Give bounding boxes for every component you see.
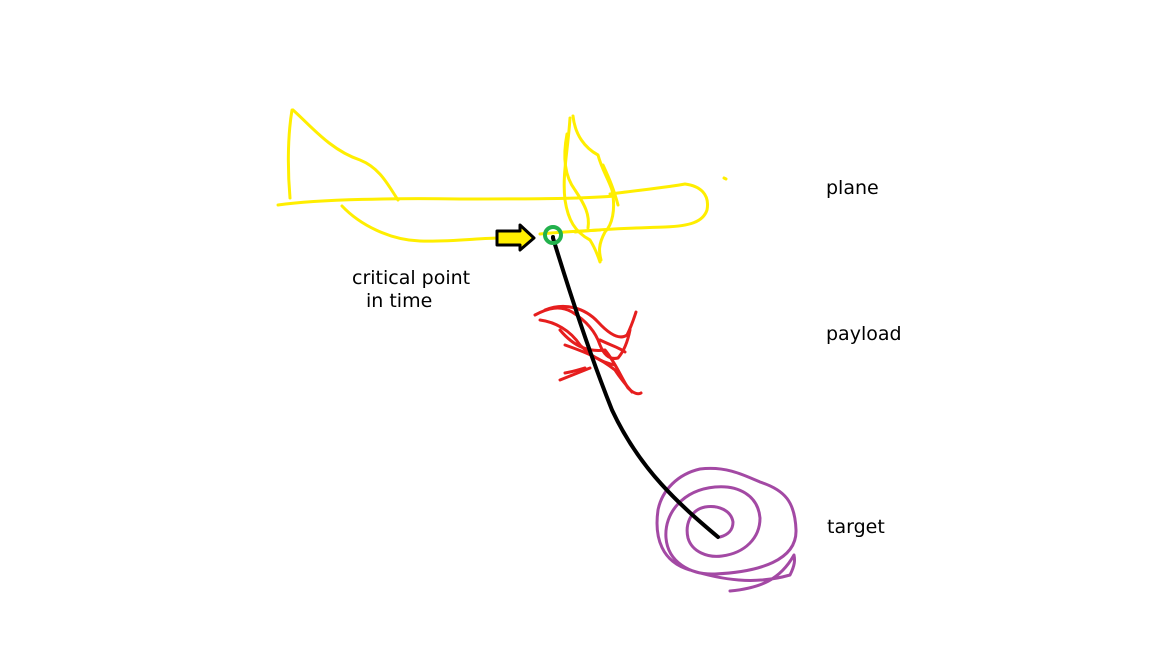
critical-point-label-line2: in time xyxy=(366,290,433,312)
critical-point-label: critical point in time xyxy=(352,267,470,313)
plane-label: plane xyxy=(826,177,879,199)
circle-marker-icon xyxy=(543,225,563,245)
critical-point-label-line1: critical point xyxy=(352,267,471,289)
spiral-target-icon xyxy=(655,466,798,593)
target-label: target xyxy=(827,516,885,538)
trajectory-line xyxy=(551,236,720,539)
payload-label: payload xyxy=(826,323,902,345)
arrow-right-icon xyxy=(495,223,536,252)
